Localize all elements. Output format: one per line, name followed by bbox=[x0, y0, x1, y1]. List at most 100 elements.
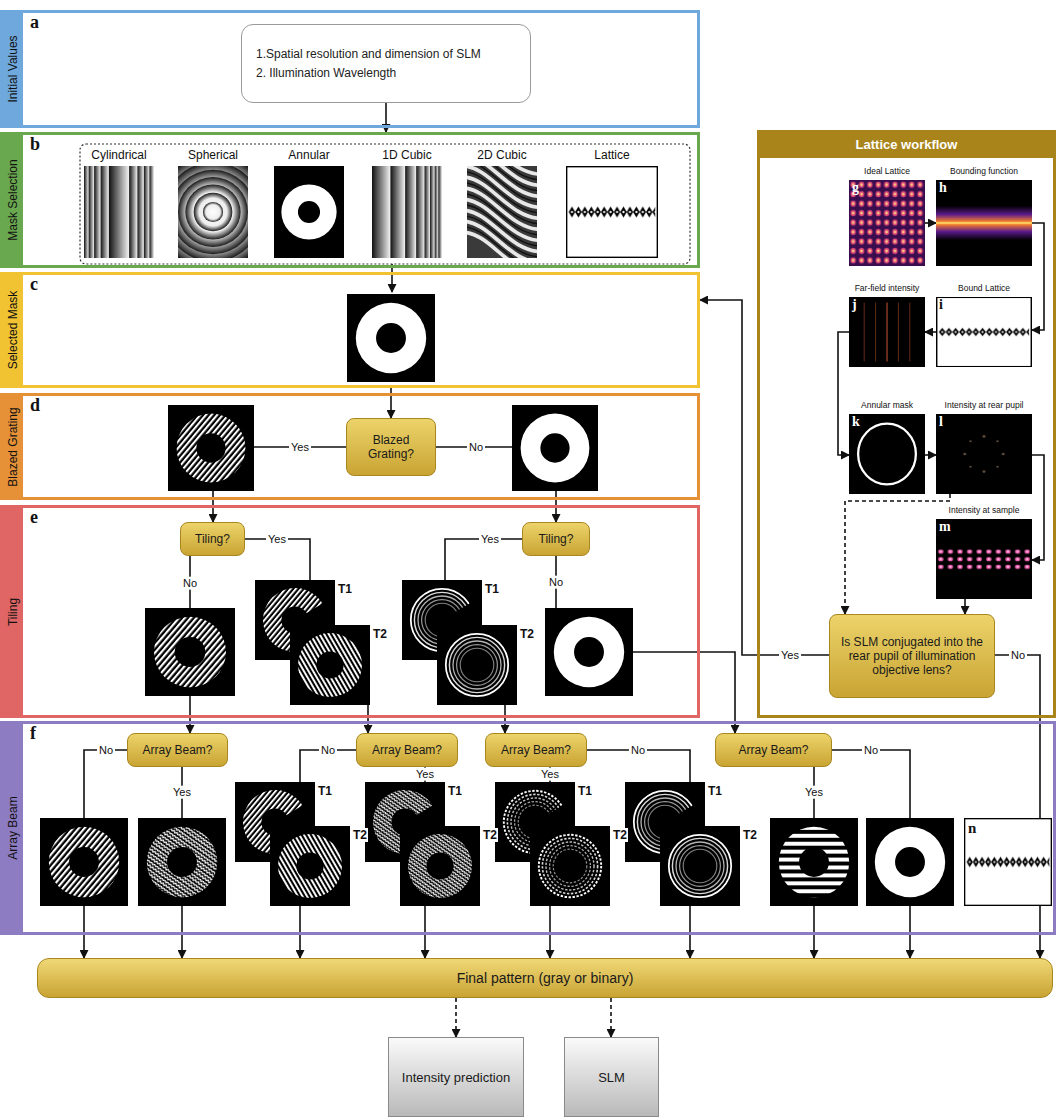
decision-text: Blazed Grating? bbox=[353, 433, 429, 461]
mask-title: Spherical bbox=[188, 148, 238, 162]
mask-image bbox=[936, 180, 1032, 266]
edge-label: Yes bbox=[779, 649, 801, 662]
decision-text: Array Beam? bbox=[738, 743, 808, 757]
panel-letter: n bbox=[967, 820, 977, 837]
step-title: Bound Lattice bbox=[958, 283, 1010, 294]
panel-heading: Lattice workflow bbox=[757, 130, 1056, 158]
tile-label: T1 bbox=[447, 784, 463, 798]
mask-image bbox=[937, 298, 1032, 367]
input-item: 2. Illumination Wavelength bbox=[256, 64, 396, 83]
mask-image bbox=[168, 405, 254, 491]
mask-title: 1D Cubic bbox=[382, 148, 431, 162]
edge-label: Yes bbox=[266, 533, 288, 546]
decision-box: Blazed Grating? bbox=[346, 418, 436, 476]
mask-image bbox=[567, 167, 658, 258]
flow-connector bbox=[610, 998, 612, 1037]
step-title: Intensity at sample bbox=[949, 505, 1020, 516]
mask-title: Annular bbox=[288, 148, 329, 162]
flow-connector bbox=[1032, 455, 1044, 560]
mask-image bbox=[372, 166, 442, 258]
output-text: Intensity prediction bbox=[402, 1070, 510, 1085]
output-bar: Final pattern (gray or binary) bbox=[37, 958, 1053, 998]
decision-box: Array Beam? bbox=[356, 733, 458, 767]
output-text: SLM bbox=[598, 1070, 625, 1085]
decision-box: Array Beam? bbox=[715, 733, 832, 767]
section-title: Tiling bbox=[6, 597, 20, 625]
panel-letter: f bbox=[30, 724, 36, 742]
section-title: Selected Mask bbox=[6, 291, 20, 370]
panel-letter: h bbox=[939, 181, 947, 195]
flow-connector bbox=[925, 331, 936, 333]
edge-label: No bbox=[862, 744, 880, 757]
panel-letter: c bbox=[30, 275, 38, 293]
decision-text: Array Beam? bbox=[501, 743, 571, 757]
tile-label: T1 bbox=[317, 784, 333, 798]
mask-image bbox=[138, 818, 226, 906]
output-box: Intensity prediction bbox=[388, 1037, 524, 1117]
edge-label: Yes bbox=[539, 768, 561, 781]
decision-text: Array Beam? bbox=[372, 743, 442, 757]
mask-image bbox=[545, 608, 633, 696]
mask-image bbox=[849, 297, 925, 367]
tile-label: T1 bbox=[337, 582, 353, 596]
edge-label: Yes bbox=[803, 786, 825, 799]
workflow-step: Bounding functionh bbox=[936, 166, 1032, 266]
flow-connector bbox=[390, 388, 392, 418]
mask-option: Spherical bbox=[178, 148, 248, 260]
tile-label: T2 bbox=[372, 627, 388, 641]
panel-letter: a bbox=[30, 13, 39, 31]
mask-title: Lattice bbox=[594, 148, 629, 162]
tile-label: T1 bbox=[577, 784, 593, 798]
workflow-step: Intensity at rear pupill bbox=[936, 400, 1032, 494]
tile-label: T1 bbox=[484, 582, 500, 596]
panel-letter: j bbox=[852, 298, 857, 312]
step-title: Annular mask bbox=[861, 400, 913, 411]
edge-label: Yes bbox=[414, 768, 436, 781]
workflow-step: Annular maskk bbox=[849, 400, 925, 494]
panel-letter: m bbox=[939, 520, 951, 534]
panel-letter: i bbox=[939, 298, 943, 312]
mask-option: 2D Cubic bbox=[467, 148, 537, 260]
edge-label: Yes bbox=[289, 441, 311, 454]
section-band: Selected Mask c bbox=[0, 272, 700, 388]
flow-connector bbox=[925, 454, 936, 456]
flow-connector bbox=[845, 494, 950, 614]
tile-label: T1 bbox=[707, 784, 723, 798]
mask-group-outline bbox=[80, 144, 690, 264]
flow-connector bbox=[385, 103, 387, 132]
section-title: Initial Values bbox=[6, 35, 20, 102]
output-text: Final pattern (gray or binary) bbox=[457, 970, 634, 986]
mask-image bbox=[347, 294, 435, 382]
mask-option: Lattice bbox=[566, 148, 658, 260]
edge-label: No bbox=[181, 577, 199, 590]
flow-connector bbox=[964, 599, 966, 614]
decision-text: Tiling? bbox=[539, 532, 574, 546]
workflow-step: Ideal Latticeg bbox=[849, 166, 925, 266]
edge-label: No bbox=[1009, 649, 1027, 662]
tile-label: T2 bbox=[612, 828, 628, 842]
mask-image bbox=[462, 133, 541, 274]
mask-image bbox=[936, 519, 1032, 599]
mask-image bbox=[866, 818, 954, 906]
decision-text: Is SLM conjugated into the rear pupil of… bbox=[836, 635, 988, 677]
panel-letter: b bbox=[30, 135, 40, 153]
tile-label: T2 bbox=[742, 828, 758, 842]
mask-title: Cylindrical bbox=[91, 148, 146, 162]
section-title: Array Beam bbox=[6, 796, 20, 859]
decision-box: Array Beam? bbox=[127, 733, 228, 767]
mask-option: 1D Cubic bbox=[372, 148, 442, 260]
tile-label: T2 bbox=[519, 627, 535, 641]
step-title: Ideal Lattice bbox=[864, 166, 910, 177]
section-band: Array Beam fArray Beam? Array Beam? Array B… bbox=[0, 721, 1056, 935]
mask-title: 2D Cubic bbox=[477, 148, 526, 162]
decision-text: Array Beam? bbox=[142, 743, 212, 757]
workflow-step: Intensity at sample m bbox=[936, 505, 1032, 599]
step-title: Bounding function bbox=[950, 166, 1018, 177]
mask-image bbox=[400, 826, 480, 906]
decision-box: Tiling? bbox=[522, 522, 590, 556]
edge-label: No bbox=[97, 744, 115, 757]
output-box: SLM bbox=[564, 1037, 659, 1117]
section-title: Mask Selection bbox=[6, 159, 20, 240]
mask-image bbox=[849, 414, 925, 494]
